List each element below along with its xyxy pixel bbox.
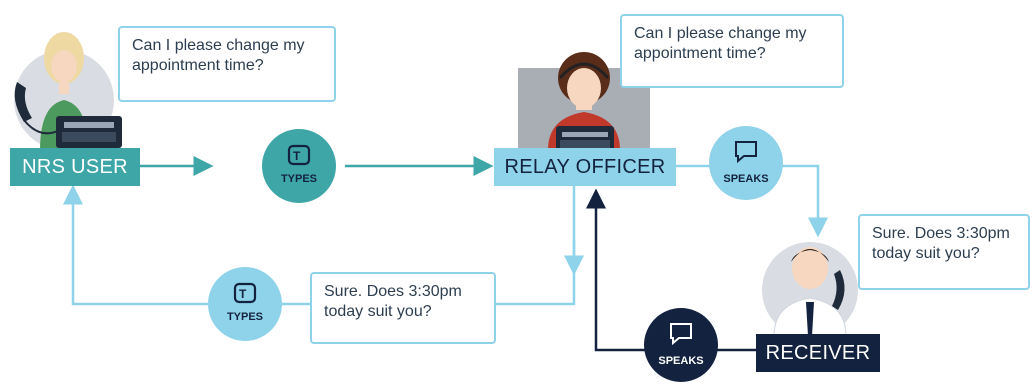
receiver-reply-bubble: Sure. Does 3:30pm today suit you? (858, 214, 1030, 290)
relay-reply-bubble: Sure. Does 3:30pm today suit you? (310, 272, 496, 344)
tty-icon (233, 282, 257, 304)
receiver-avatar (762, 242, 858, 338)
svg-text:T: T (293, 149, 301, 163)
receiver-reply-line2: today suit you? (872, 245, 980, 262)
nrs-user-avatar (14, 32, 122, 150)
relay-request-bubble: Can I please change my appointment time? (620, 14, 844, 88)
speaks-right-circle: SPEAKS (709, 126, 783, 200)
speech-bubble-icon (735, 141, 757, 164)
headset-icon (558, 62, 610, 79)
receiver-reply-line1: Sure. Does 3:30pm (872, 225, 1010, 242)
types-bottom-circle: T TYPES (208, 267, 282, 341)
speech-bubble-icon (670, 323, 692, 346)
types-bottom-label: TYPES (227, 311, 263, 323)
relay-reply-line2: today suit you? (324, 303, 432, 320)
user-request-bubble: Can I please change my appointment time? (118, 26, 336, 102)
nrs-user-label: NRS USER (10, 148, 140, 186)
speaks-bottom-circle: SPEAKS (644, 308, 718, 382)
relay-request-line2: appointment time? (634, 45, 766, 62)
relay-reply-line1: Sure. Does 3:30pm (324, 283, 462, 300)
speaks-right-label: SPEAKS (723, 173, 768, 185)
user-request-line2: appointment time? (132, 57, 264, 74)
types-top-label: TYPES (281, 173, 317, 185)
svg-text:T: T (239, 287, 247, 301)
tty-icon (287, 144, 311, 166)
receiver-label: RECEIVER (756, 334, 880, 372)
types-top-circle: T TYPES (262, 129, 336, 203)
relay-request-line1: Can I please change my (634, 25, 807, 42)
telephone-icon (832, 270, 845, 310)
relay-officer-avatar (518, 52, 650, 152)
keyboard-icon (556, 126, 614, 152)
user-request-line1: Can I please change my (132, 37, 305, 54)
relay-officer-label: RELAY OFFICER (494, 148, 676, 186)
speaks-bottom-label: SPEAKS (658, 355, 703, 367)
keyboard-icon (56, 116, 122, 148)
